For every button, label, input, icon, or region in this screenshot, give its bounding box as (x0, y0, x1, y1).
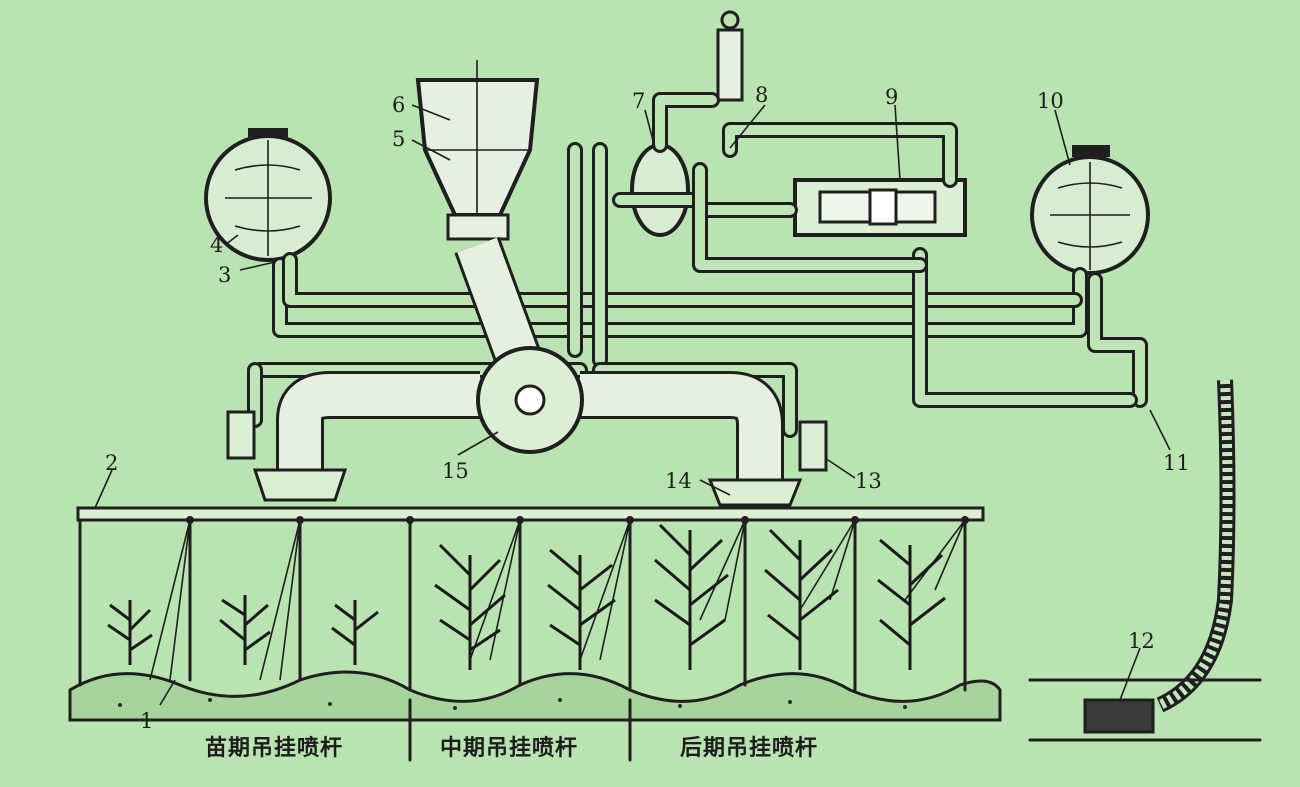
hanging-spray-bars (78, 518, 967, 692)
callout-6: 6 (392, 93, 405, 117)
callout-9: 9 (885, 85, 898, 109)
callout-13: 13 (855, 469, 882, 493)
ground-ridges (68, 670, 1002, 722)
powder-hopper (415, 60, 540, 241)
spray-heads (252, 468, 803, 507)
intake-hose (1156, 379, 1236, 713)
callout-15: 15 (442, 459, 469, 483)
soil-speckles (118, 698, 907, 710)
callout-7: 7 (632, 89, 645, 113)
callout-10: 10 (1037, 89, 1064, 113)
callout-5: 5 (392, 127, 405, 151)
top-gauge (716, 10, 744, 102)
centrifugal-fan (476, 346, 584, 454)
right-valve (798, 420, 828, 472)
liquid-pipes (247, 92, 1148, 438)
caption-seedling-boom: 苗期吊挂喷杆 (205, 735, 343, 761)
right-tank (1030, 145, 1150, 275)
water-source (1028, 678, 1262, 742)
left-valve (226, 410, 256, 460)
crop-plants (107, 523, 946, 670)
callout-leaders (94, 104, 1171, 706)
callout-14: 14 (665, 469, 692, 493)
callout-3: 3 (218, 263, 231, 287)
air-chamber (630, 143, 690, 237)
callout-8: 8 (755, 83, 768, 107)
boom-nozzles (186, 516, 969, 524)
boom-rail (76, 506, 985, 522)
callout-2: 2 (105, 451, 118, 475)
callout-1: 1 (140, 709, 153, 733)
pump (793, 178, 967, 237)
spray-fans (149, 519, 966, 681)
caption-middle-boom: 中期吊挂喷杆 (440, 735, 578, 761)
callout-4: 4 (210, 233, 223, 257)
callout-11: 11 (1163, 451, 1190, 475)
callout-12: 12 (1128, 629, 1155, 653)
caption-late-boom: 后期吊挂喷杆 (680, 735, 818, 761)
left-tank (204, 128, 332, 262)
suction-filter (1083, 698, 1155, 734)
